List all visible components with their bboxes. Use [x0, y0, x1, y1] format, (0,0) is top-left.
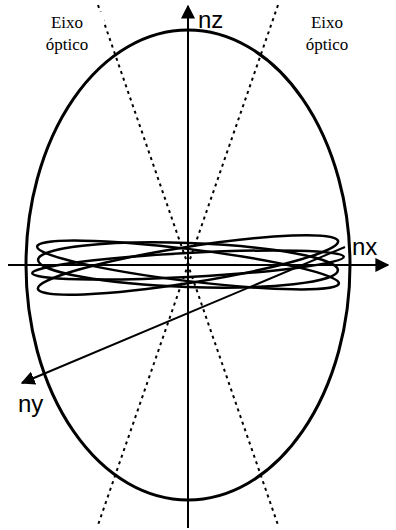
- nx-axis: [8, 264, 388, 266]
- nz-axis: [187, 6, 189, 528]
- optic-axis-label: Eixo óptico: [290, 12, 364, 56]
- axis-label: ny: [18, 392, 43, 416]
- axis-label: nz: [198, 8, 223, 32]
- optic-axis-label: Eixo óptico: [30, 12, 104, 56]
- axis-label: nx: [352, 235, 377, 259]
- ny-axis: [22, 247, 345, 383]
